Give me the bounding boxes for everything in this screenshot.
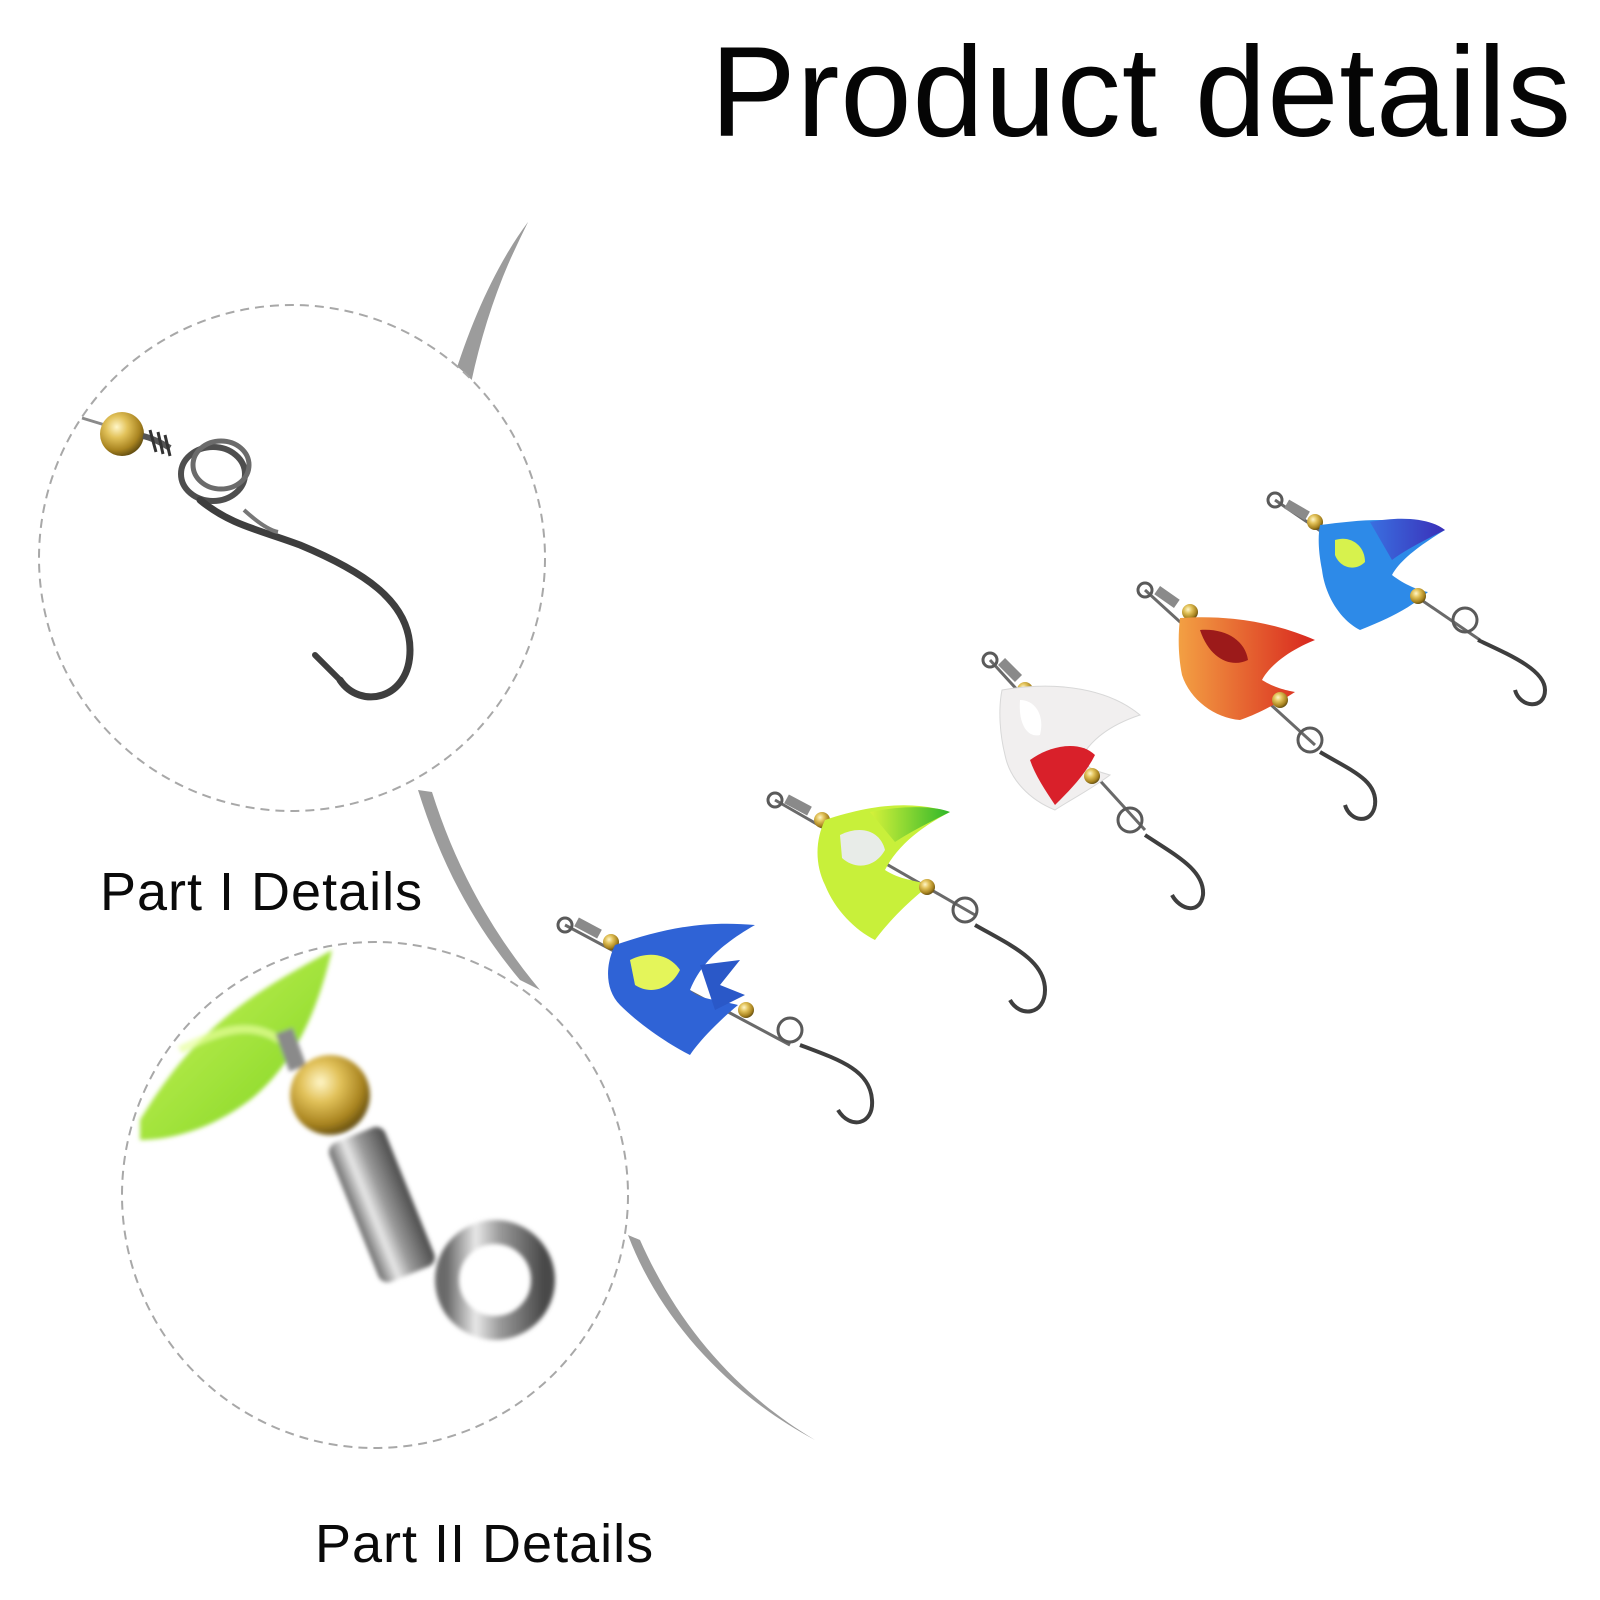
lure-blue-purple bbox=[1266, 491, 1548, 707]
detail-caption-1: Part I Details bbox=[100, 862, 424, 922]
hook-closeup bbox=[81, 412, 414, 701]
lure-lime bbox=[766, 791, 1048, 1014]
lure-orange-red bbox=[1136, 581, 1378, 821]
detail-caption-2: Part II Details bbox=[315, 1514, 655, 1574]
swivel-closeup bbox=[140, 950, 555, 1340]
page-title: Product details bbox=[710, 21, 1572, 164]
lure-white-red bbox=[981, 651, 1206, 911]
accent-arc-lower bbox=[418, 790, 540, 990]
lure-blue bbox=[556, 916, 875, 1125]
detail-circle-1 bbox=[38, 304, 546, 812]
